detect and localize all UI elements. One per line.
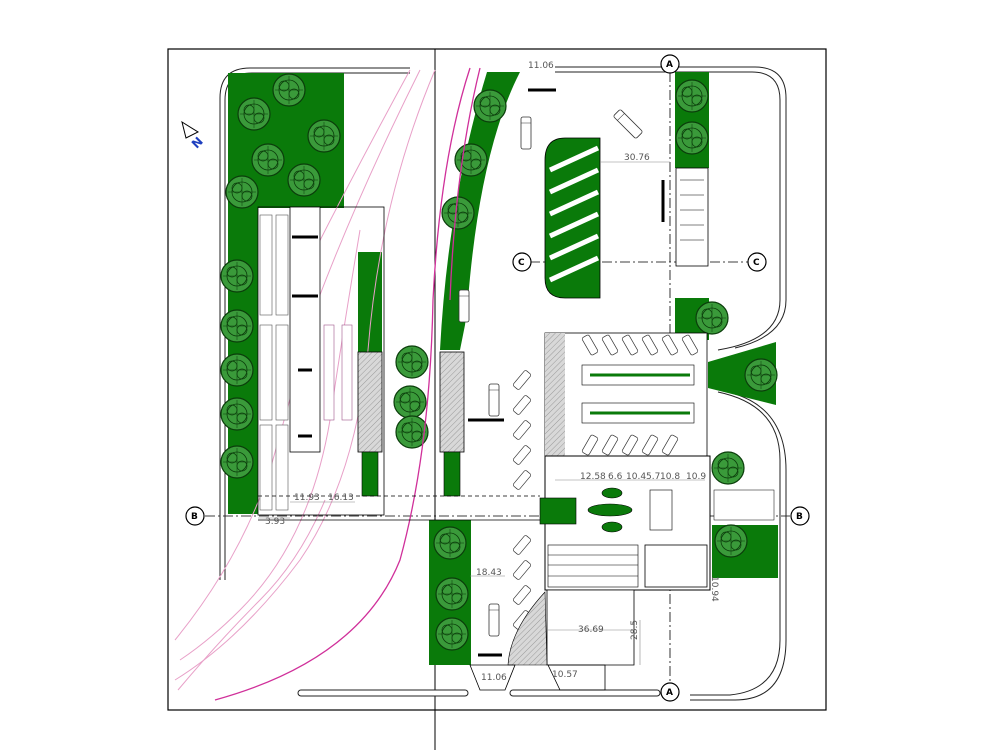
dim-bottom-width: 11.06 — [481, 673, 507, 683]
south-road — [297, 689, 469, 697]
dim-south-lot-depth: 28.5 — [630, 620, 640, 640]
dim-platform-a: 11.93 — [294, 493, 320, 503]
perimeter-road-east — [555, 66, 787, 300]
section-marker-b-right: B — [790, 506, 810, 526]
site-boundary — [167, 48, 827, 711]
svg-text:A: A — [666, 688, 673, 698]
dim-gate-width: 10.57 — [552, 670, 578, 680]
dim-hall-c: 5.7 — [646, 472, 660, 482]
perimeter-road-west — [219, 67, 410, 580]
dim-parking-span: 30.76 — [624, 153, 650, 163]
dim-east-wing: 10.94 — [709, 576, 719, 602]
east-stairs — [661, 167, 709, 267]
section-marker-c-right: C — [747, 252, 767, 272]
section-marker-a-top: A — [660, 54, 680, 74]
svg-text:C: C — [753, 258, 760, 268]
rail-tracks — [174, 67, 481, 701]
dim-south-lot-width: 36.69 — [578, 625, 604, 635]
dim-hall-b: 10.4 — [626, 472, 646, 482]
dim-hall-a: 6.6 — [608, 472, 623, 482]
central-parking — [544, 332, 708, 457]
north-label: N — [189, 134, 206, 151]
rail-depot — [257, 206, 385, 516]
svg-text:C: C — [518, 258, 525, 268]
dim-top-width: 11.06 — [528, 61, 554, 71]
dim-hall-e: 10.9 — [686, 472, 706, 482]
dim-hall-row: 12.58 — [580, 472, 606, 482]
svg-text:B: B — [796, 512, 803, 522]
platform-east — [439, 351, 465, 453]
section-marker-c-left: C — [512, 252, 532, 272]
platform-west — [357, 351, 383, 453]
south-lot — [546, 589, 635, 666]
curved-green-belt — [440, 72, 520, 350]
svg-text:A: A — [666, 60, 673, 70]
section-marker-a-bottom: A — [660, 682, 680, 702]
dim-platform-small: 3.93 — [265, 517, 285, 527]
dim-ramp-width: 18.43 — [476, 568, 502, 578]
north-arrow-icon: N — [181, 120, 206, 151]
section-marker-b-left: B — [185, 506, 205, 526]
svg-text:B: B — [191, 512, 198, 522]
dim-hall-d: 10.8 — [660, 472, 680, 482]
dim-platform-b: 16.13 — [328, 493, 354, 503]
